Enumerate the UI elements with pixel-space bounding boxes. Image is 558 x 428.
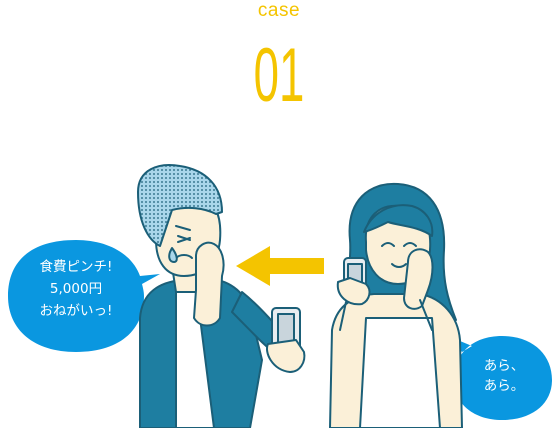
woman-figure <box>329 182 463 428</box>
arrow-left-icon <box>236 246 324 286</box>
case-label: case <box>257 0 301 21</box>
speech-bubble-right <box>448 336 552 420</box>
case-number: 01 <box>253 33 305 118</box>
bubble-right-line-1: あら、 <box>483 358 525 374</box>
bubble-left-line-1: 食費ピンチ! <box>39 259 113 275</box>
bubble-left-line-2: 5,000円 <box>49 281 103 297</box>
man-figure <box>137 164 306 428</box>
bubble-text-right: あら、 あら。 <box>462 356 546 396</box>
bubble-left-line-3: おねがいっ! <box>39 303 113 319</box>
speech-bubble-left <box>8 240 160 352</box>
bubble-right-line-2: あら。 <box>483 378 525 394</box>
bubble-text-left: 食費ピンチ! 5,000円 おねがいっ! <box>14 256 138 322</box>
